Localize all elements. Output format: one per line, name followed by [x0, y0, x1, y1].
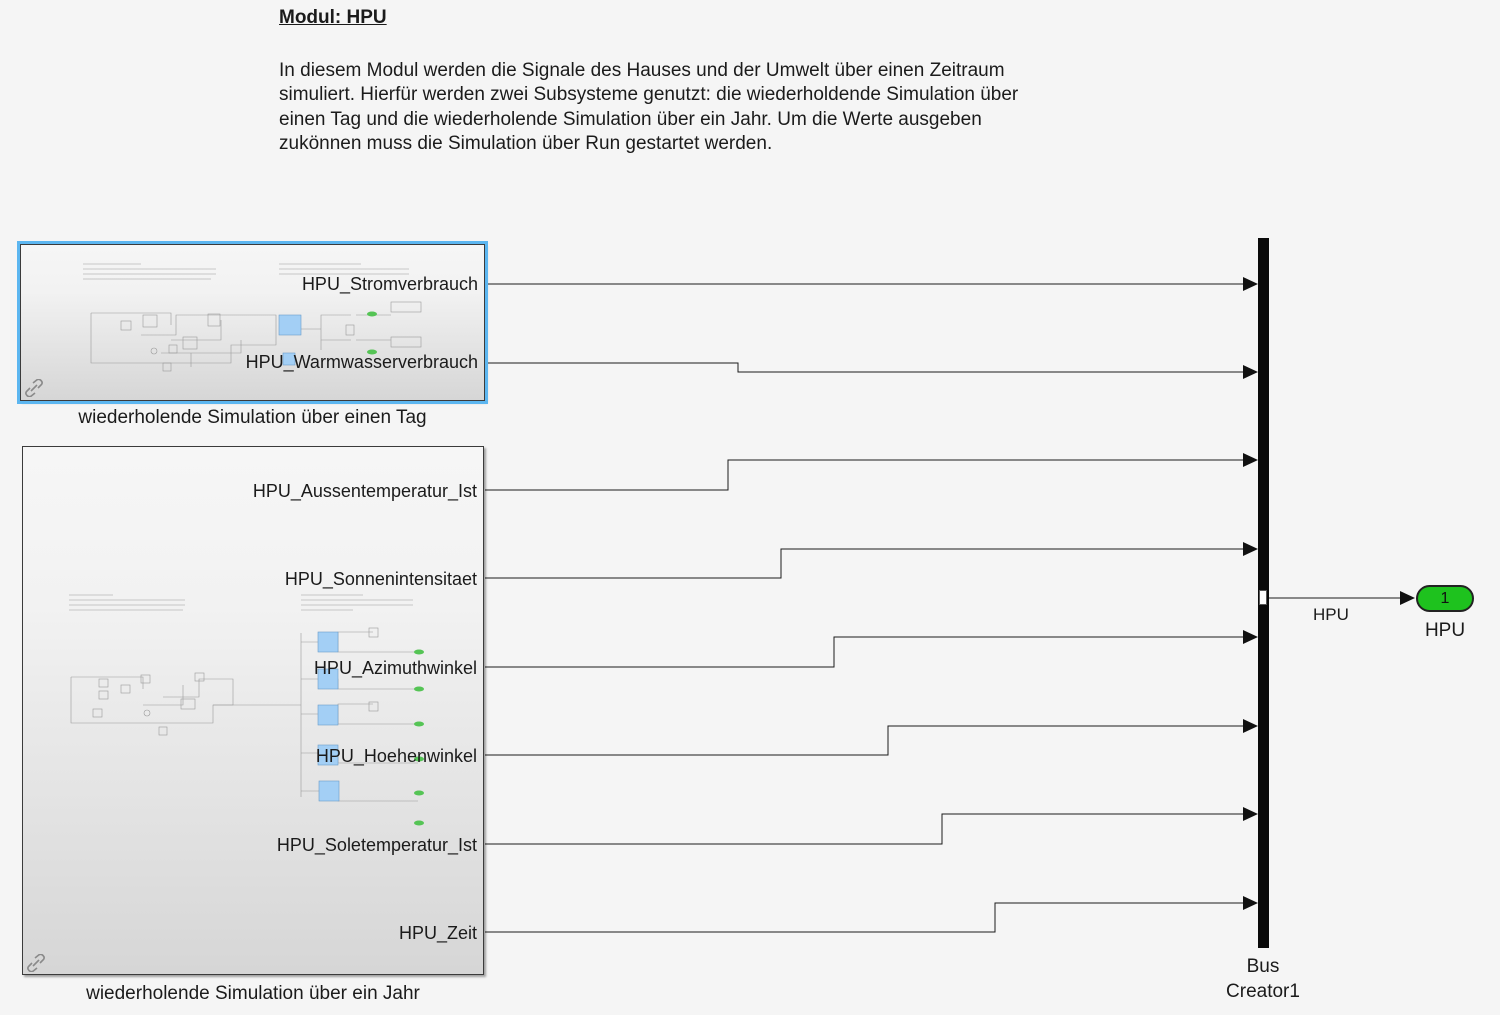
port-label-soletemperatur: HPU_Soletemperatur_Ist	[276, 835, 477, 855]
signal-line-aussentemperatur	[485, 459, 1245, 491]
model-title: Modul: HPU	[279, 7, 387, 28]
subsystem-day-block[interactable]: HPU_Stromverbrauch HPU_Warmwasserverbrau…	[17, 241, 488, 404]
signal-line-hoehenwinkel	[485, 725, 1245, 756]
arrow-head	[1243, 277, 1258, 291]
port-label-warmwasserverbrauch: HPU_Warmwasserverbrauch	[245, 352, 478, 372]
signal-line-zeit	[485, 902, 1245, 933]
signal-line-warmwasserverbrauch	[485, 362, 1245, 373]
bus-creator-label-line1: Bus	[1246, 956, 1280, 977]
arrow-head	[1243, 630, 1258, 644]
arrow-head	[1400, 591, 1415, 605]
signal-label-hpu: HPU	[1313, 605, 1349, 624]
arrow-head	[1243, 896, 1258, 910]
signal-line-azimuthwinkel	[485, 636, 1245, 668]
library-link-icon	[25, 379, 43, 397]
outport-label: HPU	[1424, 620, 1466, 641]
model-description: In diesem Modul werden die Signale des H…	[279, 60, 1019, 154]
port-label-azimuthwinkel: HPU_Azimuthwinkel	[313, 658, 477, 678]
arrow-head	[1243, 719, 1258, 733]
arrow-head	[1243, 365, 1258, 379]
port-label-hoehenwinkel: HPU_Hoehenwinkel	[315, 746, 477, 766]
port-label-stromverbrauch: HPU_Stromverbrauch	[301, 274, 478, 294]
bus-creator-label-line2: Creator1	[1226, 981, 1300, 1002]
signal-line-sonnenintensitaet	[485, 548, 1245, 579]
port-label-sonnenintensitaet: HPU_Sonnenintensitaet	[284, 569, 477, 589]
subsystem-year-block[interactable]: HPU_Aussentemperatur_Ist HPU_Sonneninten…	[22, 446, 484, 975]
arrow-head	[1243, 453, 1258, 467]
port-label-aussentemperatur: HPU_Aussentemperatur_Ist	[252, 481, 477, 501]
library-link-icon	[27, 954, 45, 972]
subsystem-year-label: wiederholende Simulation über ein Jahr	[86, 983, 420, 1004]
port-label-zeit: HPU_Zeit	[398, 923, 477, 943]
signal-line-soletemperatur	[485, 813, 1245, 845]
arrow-head	[1243, 542, 1258, 556]
subsystem-day-thumbnail	[83, 263, 422, 372]
subsystem-day-label: wiederholende Simulation über einen Tag	[78, 407, 427, 428]
bus-creator-output-port	[1259, 590, 1267, 605]
subsystem-year-thumbnail	[69, 594, 424, 826]
outport-block[interactable]: 1	[1416, 585, 1474, 612]
arrow-head	[1243, 807, 1258, 821]
